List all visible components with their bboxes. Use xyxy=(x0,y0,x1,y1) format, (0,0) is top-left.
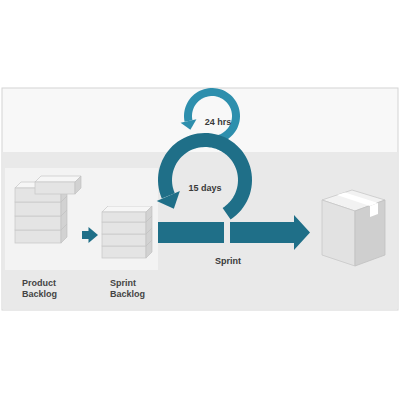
daily-loop-head xyxy=(181,119,197,129)
sprint-bar xyxy=(158,222,224,243)
duration-label: 15 days xyxy=(188,183,221,194)
backlog-panel xyxy=(5,168,158,270)
backlog-stack: Sprint Backlog xyxy=(98,206,160,302)
loops xyxy=(157,92,245,214)
flow-arrow xyxy=(82,227,98,243)
phase-label: Sprint xyxy=(215,256,241,267)
stack-label: Product Backlog xyxy=(22,278,70,300)
stack-illustration xyxy=(10,172,82,270)
stack-illustration xyxy=(98,206,160,266)
backlog-stack: Product Backlog xyxy=(10,172,82,302)
frame xyxy=(2,88,398,310)
product-box xyxy=(322,190,385,266)
ground-band xyxy=(3,152,398,310)
sprint-arrow xyxy=(230,215,310,250)
duration-label: 24 hrs xyxy=(205,117,232,128)
stack-label: Sprint Backlog xyxy=(110,278,156,300)
sprint-loop-head xyxy=(157,191,180,209)
sprint-loop xyxy=(165,140,245,214)
daily-loop xyxy=(188,92,236,139)
